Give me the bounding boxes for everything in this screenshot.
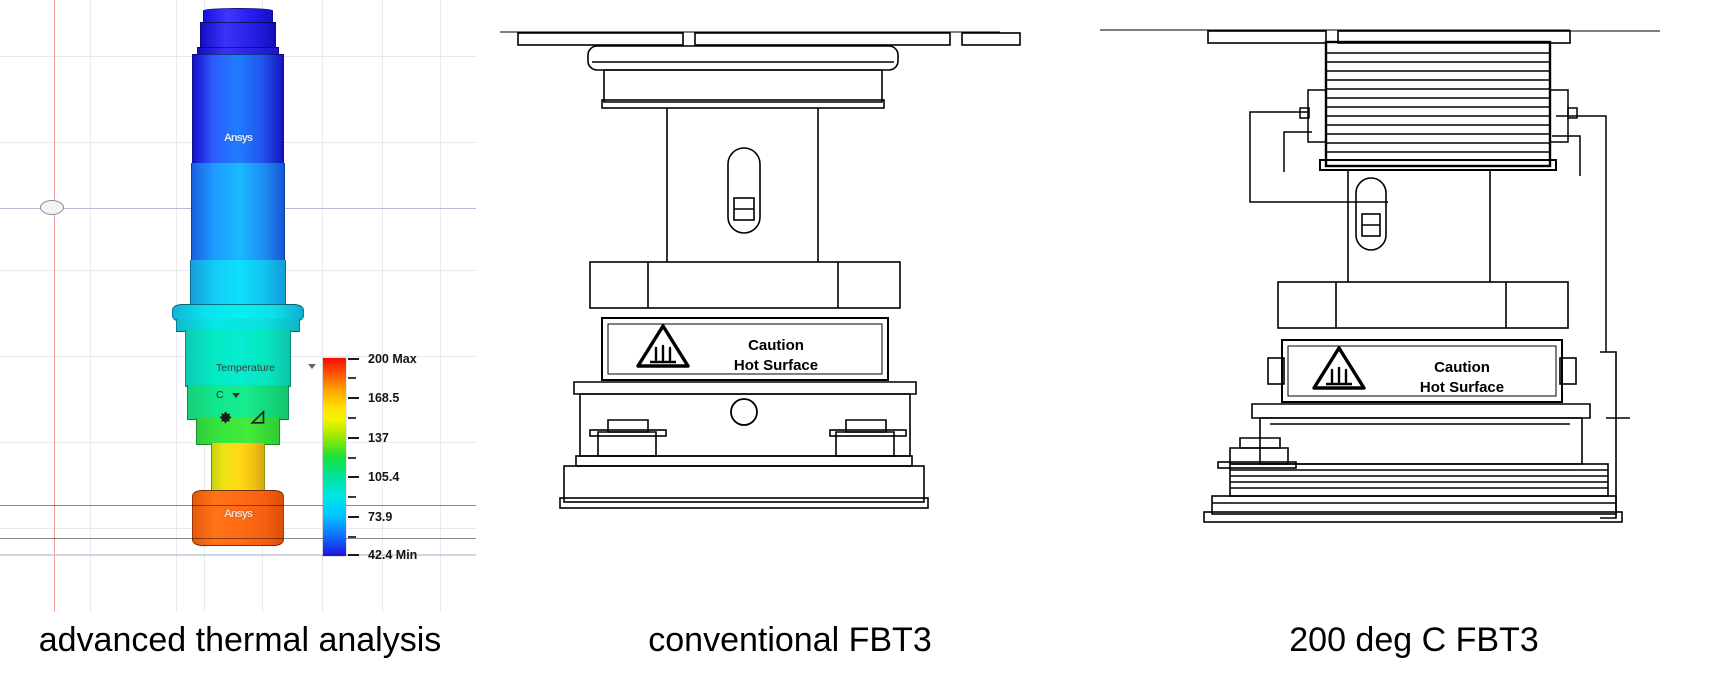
coolant-port-left <box>1307 89 1327 143</box>
colorbar-tick-label-1: 168.5 <box>368 391 400 405</box>
triangle-icon[interactable] <box>250 409 266 425</box>
cad-drawing-cooled[interactable]: Caution Hot Surface <box>1100 0 1728 612</box>
caption-panel-b: conventional FBT3 <box>648 621 932 659</box>
chevron-down-icon-unit[interactable] <box>232 393 240 398</box>
caution-line2: Hot Surface <box>734 357 818 374</box>
colorbar <box>323 358 346 556</box>
panel-conventional-fbt3: Caution Hot Surface <box>480 0 1100 612</box>
caption-panel-c: 200 deg C FBT3 <box>1289 621 1539 659</box>
fea-legend[interactable]: Temperature C <box>216 352 424 562</box>
caution-line2: Hot Surface <box>1420 379 1504 396</box>
caution-line1: Caution <box>1434 359 1490 376</box>
colorbar-tick-label-2: 137 <box>368 431 389 445</box>
panel-thermal-analysis: Ansys Ansys Temperature C <box>0 0 480 612</box>
finned-heat-exchanger <box>1319 40 1557 171</box>
origin-marker <box>40 200 64 215</box>
legend-field-select[interactable]: Temperature <box>216 362 275 374</box>
legend-unit-select[interactable]: C <box>216 389 224 401</box>
cad-drawing-conventional[interactable]: Caution Hot Surface <box>480 0 1100 612</box>
viewport-bottom-edge <box>0 554 476 556</box>
fea-viewport[interactable]: Ansys Ansys Temperature C <box>0 0 476 612</box>
panel-cooled-fbt3: Caution Hot Surface <box>1100 0 1728 612</box>
colorbar-tick-label-4: 73.9 <box>368 510 393 524</box>
gear-icon[interactable] <box>218 410 233 425</box>
hot-surface-icon <box>636 324 690 368</box>
model-watermark-bottom: Ansys <box>223 508 253 520</box>
model-watermark-top: Ansys <box>223 132 253 144</box>
caution-line1: Caution <box>748 337 804 354</box>
colorbar-tick-label-5: 42.4 Min <box>368 548 418 562</box>
caption-panel-a: advanced thermal analysis <box>38 621 442 659</box>
axis-line-x <box>54 0 55 612</box>
colorbar-tick-label-0: 200 Max <box>368 352 417 366</box>
colorbar-tick-label-3: 105.4 <box>368 470 400 484</box>
chevron-down-icon[interactable] <box>308 364 316 369</box>
hot-surface-icon <box>1312 346 1366 390</box>
